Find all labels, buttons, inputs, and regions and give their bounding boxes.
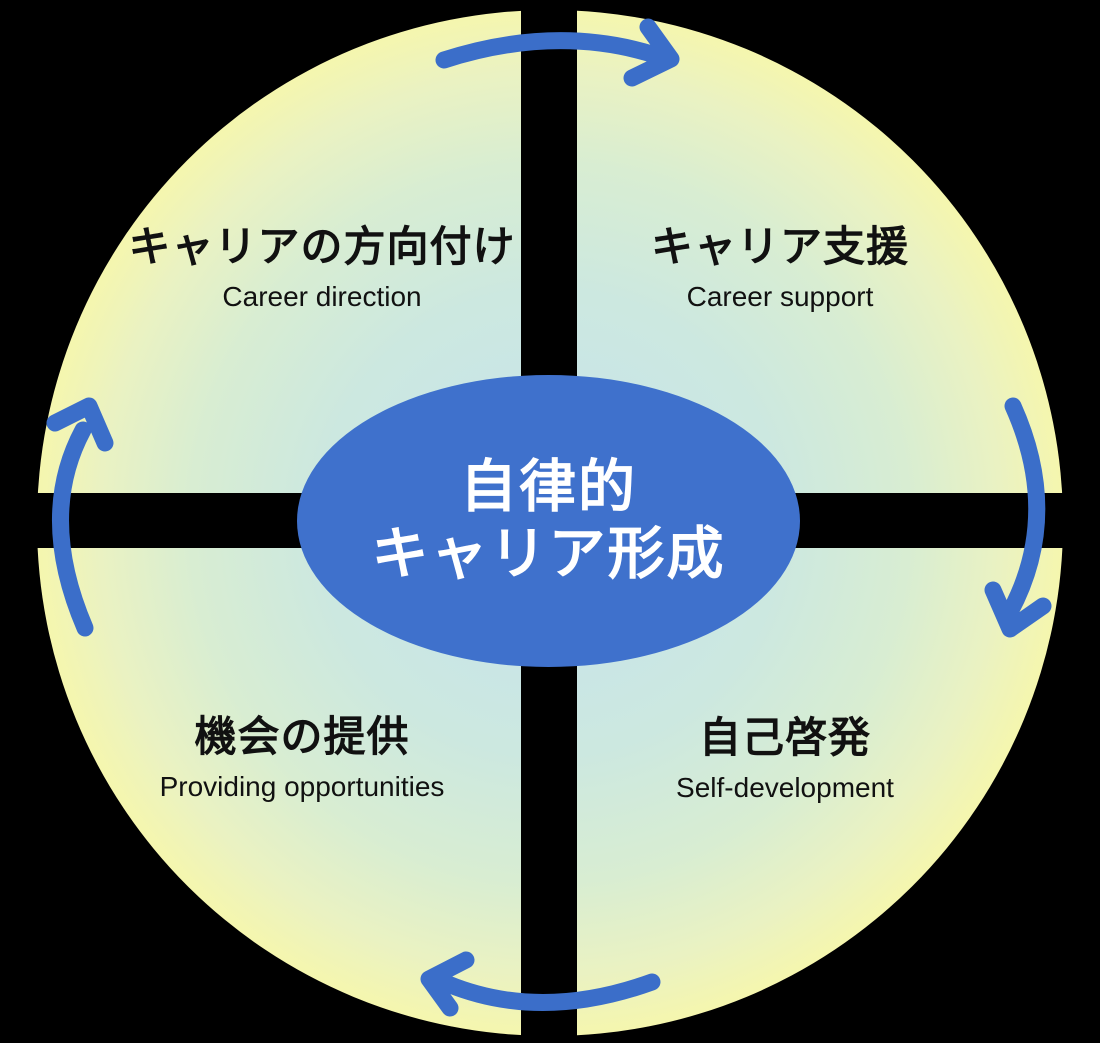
quadrant-title-en: Career direction: [222, 281, 422, 313]
quadrant-label-bottom-right: 自己啓発 Self-development: [676, 714, 894, 804]
quadrant-title-en: Career support: [686, 281, 874, 313]
quadrant-label-bottom-left: 機会の提供 Providing opportunities: [160, 713, 445, 803]
quadrant-title-en: Providing opportunities: [159, 771, 445, 803]
quadrant-title-ja: 自己啓発: [698, 713, 871, 761]
quadrant-label-top-right: キャリア支援 Career support: [651, 223, 909, 313]
quadrant-title-en: Self-development: [676, 772, 894, 804]
center-title-line1: 自律的: [460, 454, 637, 519]
quadrant-title-ja: キャリア支援: [650, 222, 910, 270]
quadrant-title-ja: キャリアの方向付け: [128, 222, 516, 270]
quadrant-label-top-left: キャリアの方向付け Career direction: [128, 223, 515, 313]
quadrant-title-ja: 機会の提供: [194, 712, 410, 760]
center-title-line2: キャリア形成: [371, 522, 726, 586]
center-ellipse: 自律的 キャリア形成: [297, 375, 800, 667]
